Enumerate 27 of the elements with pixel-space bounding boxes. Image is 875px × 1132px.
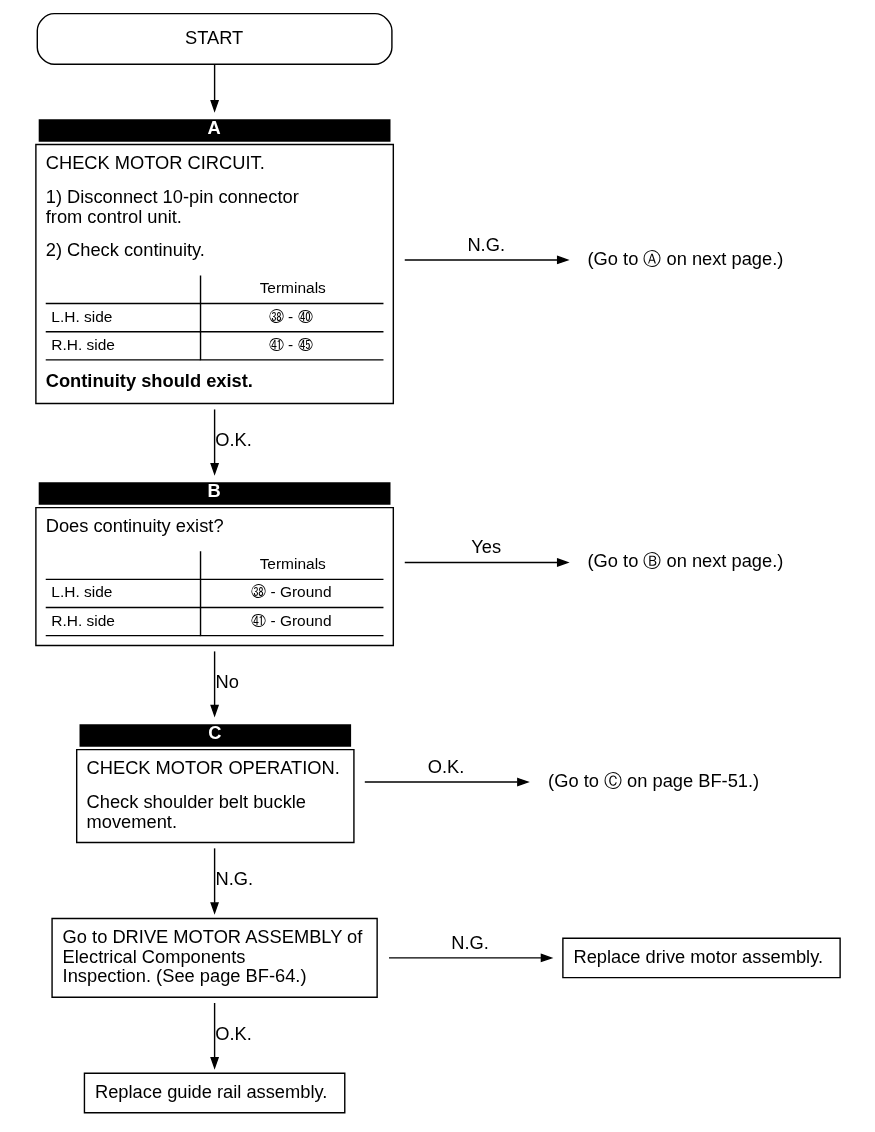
arrow bbox=[403, 255, 570, 265]
edge-label: O.K. bbox=[427, 755, 464, 777]
edge-label: N.G. bbox=[450, 931, 489, 953]
edge-label: N.G. bbox=[215, 868, 253, 890]
arrow bbox=[363, 777, 530, 787]
arrow bbox=[209, 650, 219, 718]
node-box: Go to DRIVE MOTOR ASSEMBLY of Electrical Components Inspection. (See page BF-64.) bbox=[50, 917, 378, 998]
arrow bbox=[387, 953, 553, 963]
arrow bbox=[403, 558, 570, 567]
edge-label: O.K. bbox=[214, 429, 252, 451]
edge-label: No bbox=[215, 671, 239, 693]
node-box: START bbox=[36, 12, 393, 66]
arrow bbox=[209, 63, 219, 113]
edge-label: N.G. bbox=[466, 233, 505, 255]
node-box: Replace guide rail assembly. bbox=[83, 1072, 345, 1114]
node-label: A bbox=[207, 116, 221, 138]
arrow bbox=[209, 847, 219, 915]
arrow bbox=[209, 408, 219, 476]
arrow bbox=[209, 1002, 219, 1070]
edge-label: Yes bbox=[470, 536, 501, 558]
node-text: (Go to Ⓑ on next page.) bbox=[587, 550, 783, 572]
node-text: (Go to Ⓐ on next page.) bbox=[587, 247, 783, 269]
node-text: (Go to Ⓒ on page BF-51.) bbox=[547, 769, 759, 791]
node-label: B bbox=[207, 479, 221, 501]
node-label: C bbox=[207, 721, 221, 743]
edge-label: O.K. bbox=[214, 1023, 252, 1045]
node-box: Replace drive motor assembly. bbox=[561, 937, 841, 979]
